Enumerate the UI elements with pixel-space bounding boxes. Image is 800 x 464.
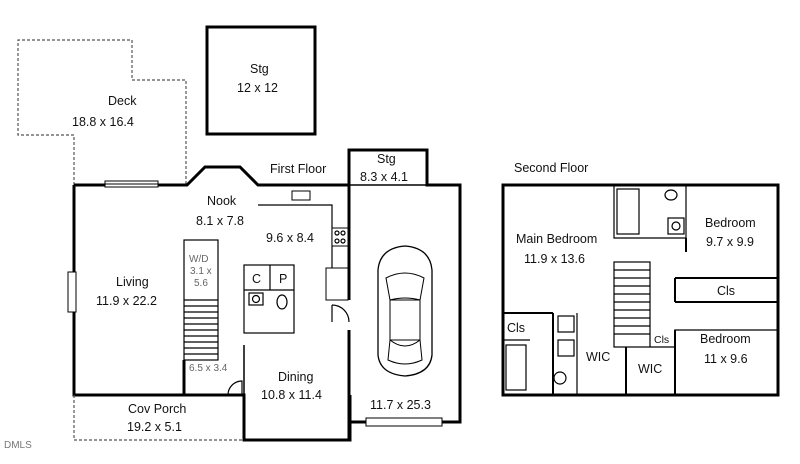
bedroom-upper-name: Bedroom xyxy=(705,216,756,230)
nook-size: 8.1 x 7.8 xyxy=(196,214,244,228)
second-floor-title: Second Floor xyxy=(514,161,588,175)
burner-icon xyxy=(334,230,340,236)
stg-detached-size: 12 x 12 xyxy=(237,81,278,95)
sink-icon xyxy=(667,217,685,235)
stair-landing-size: 6.5 x 3.4 xyxy=(189,363,228,374)
main-bath-wall xyxy=(613,185,687,239)
closet-label: C xyxy=(252,272,261,286)
garage-size: 11.7 x 25.3 xyxy=(370,398,431,412)
stove-icon xyxy=(331,227,349,247)
stg-detached-name: Stg xyxy=(250,62,269,76)
fridge-icon xyxy=(325,267,349,301)
door-swing xyxy=(331,304,350,323)
deck-name: Deck xyxy=(108,94,137,108)
living-size: 11.9 x 22.2 xyxy=(96,294,157,308)
detached-storage-wall xyxy=(205,25,317,136)
second-floor-outer-wall xyxy=(501,183,780,397)
stg-garage-name: Stg xyxy=(377,152,396,166)
fireplace xyxy=(67,271,77,313)
porch-outline xyxy=(73,395,244,441)
sink-icon xyxy=(248,292,264,306)
sink-icon xyxy=(557,315,575,333)
stair-treads xyxy=(614,269,650,335)
car-icon xyxy=(377,245,433,377)
burner-icon xyxy=(340,230,346,236)
cls-hall-label: Cls xyxy=(717,284,735,298)
wd-name: W/D xyxy=(189,254,208,265)
basin-icon xyxy=(251,294,261,304)
deck-outline xyxy=(17,39,187,185)
basin-icon xyxy=(671,221,681,231)
stg-garage-size: 8.3 x 4.1 xyxy=(360,170,408,184)
house-top-wall xyxy=(74,165,349,187)
door-swing xyxy=(227,380,243,396)
first-floor-title: First Floor xyxy=(270,162,326,176)
bedroom-upper-size: 9.7 x 9.9 xyxy=(706,235,754,249)
bedroom-lower-size: 11 x 9.6 xyxy=(704,352,748,366)
main-bedroom-size: 11.9 x 13.6 xyxy=(524,252,585,266)
deck-size: 18.8 x 16.4 xyxy=(72,115,134,129)
dining-size: 10.8 x 11.4 xyxy=(261,388,322,402)
wd-size-2: 5.6 xyxy=(194,278,208,289)
wd-size-1: 3.1 x xyxy=(190,266,212,277)
living-name: Living xyxy=(116,275,149,289)
nook-name: Nook xyxy=(207,194,237,208)
wic-main-label: WIC xyxy=(586,350,610,364)
kitchen-counter xyxy=(258,204,333,268)
dining-name: Dining xyxy=(278,370,313,384)
pantry-label: P xyxy=(279,272,287,286)
stair-treads xyxy=(184,299,218,355)
cls-main-label: Cls xyxy=(507,321,525,335)
sink-icon xyxy=(557,339,575,357)
cls-small-label: Cls xyxy=(654,334,669,346)
stairs xyxy=(613,261,651,348)
wic-bedroom-label: WIC xyxy=(638,362,662,376)
porch-name: Cov Porch xyxy=(128,402,186,416)
porch-size: 19.2 x 5.1 xyxy=(127,420,182,434)
burner-icon xyxy=(340,238,346,244)
shower-icon xyxy=(616,188,640,235)
burner-icon xyxy=(334,238,340,244)
sink-icon xyxy=(291,190,311,201)
kitchen-size: 9.6 x 8.4 xyxy=(266,231,314,245)
main-bedroom-name: Main Bedroom xyxy=(516,232,597,246)
watermark-text: DMLS xyxy=(4,440,32,451)
garage-door xyxy=(365,417,443,427)
toilet-icon xyxy=(664,189,678,201)
tub-icon xyxy=(505,344,527,391)
toilet-icon xyxy=(276,294,288,310)
toilet-icon xyxy=(553,371,567,385)
bedroom-lower-name: Bedroom xyxy=(700,332,751,346)
half-bath-block xyxy=(243,264,295,334)
